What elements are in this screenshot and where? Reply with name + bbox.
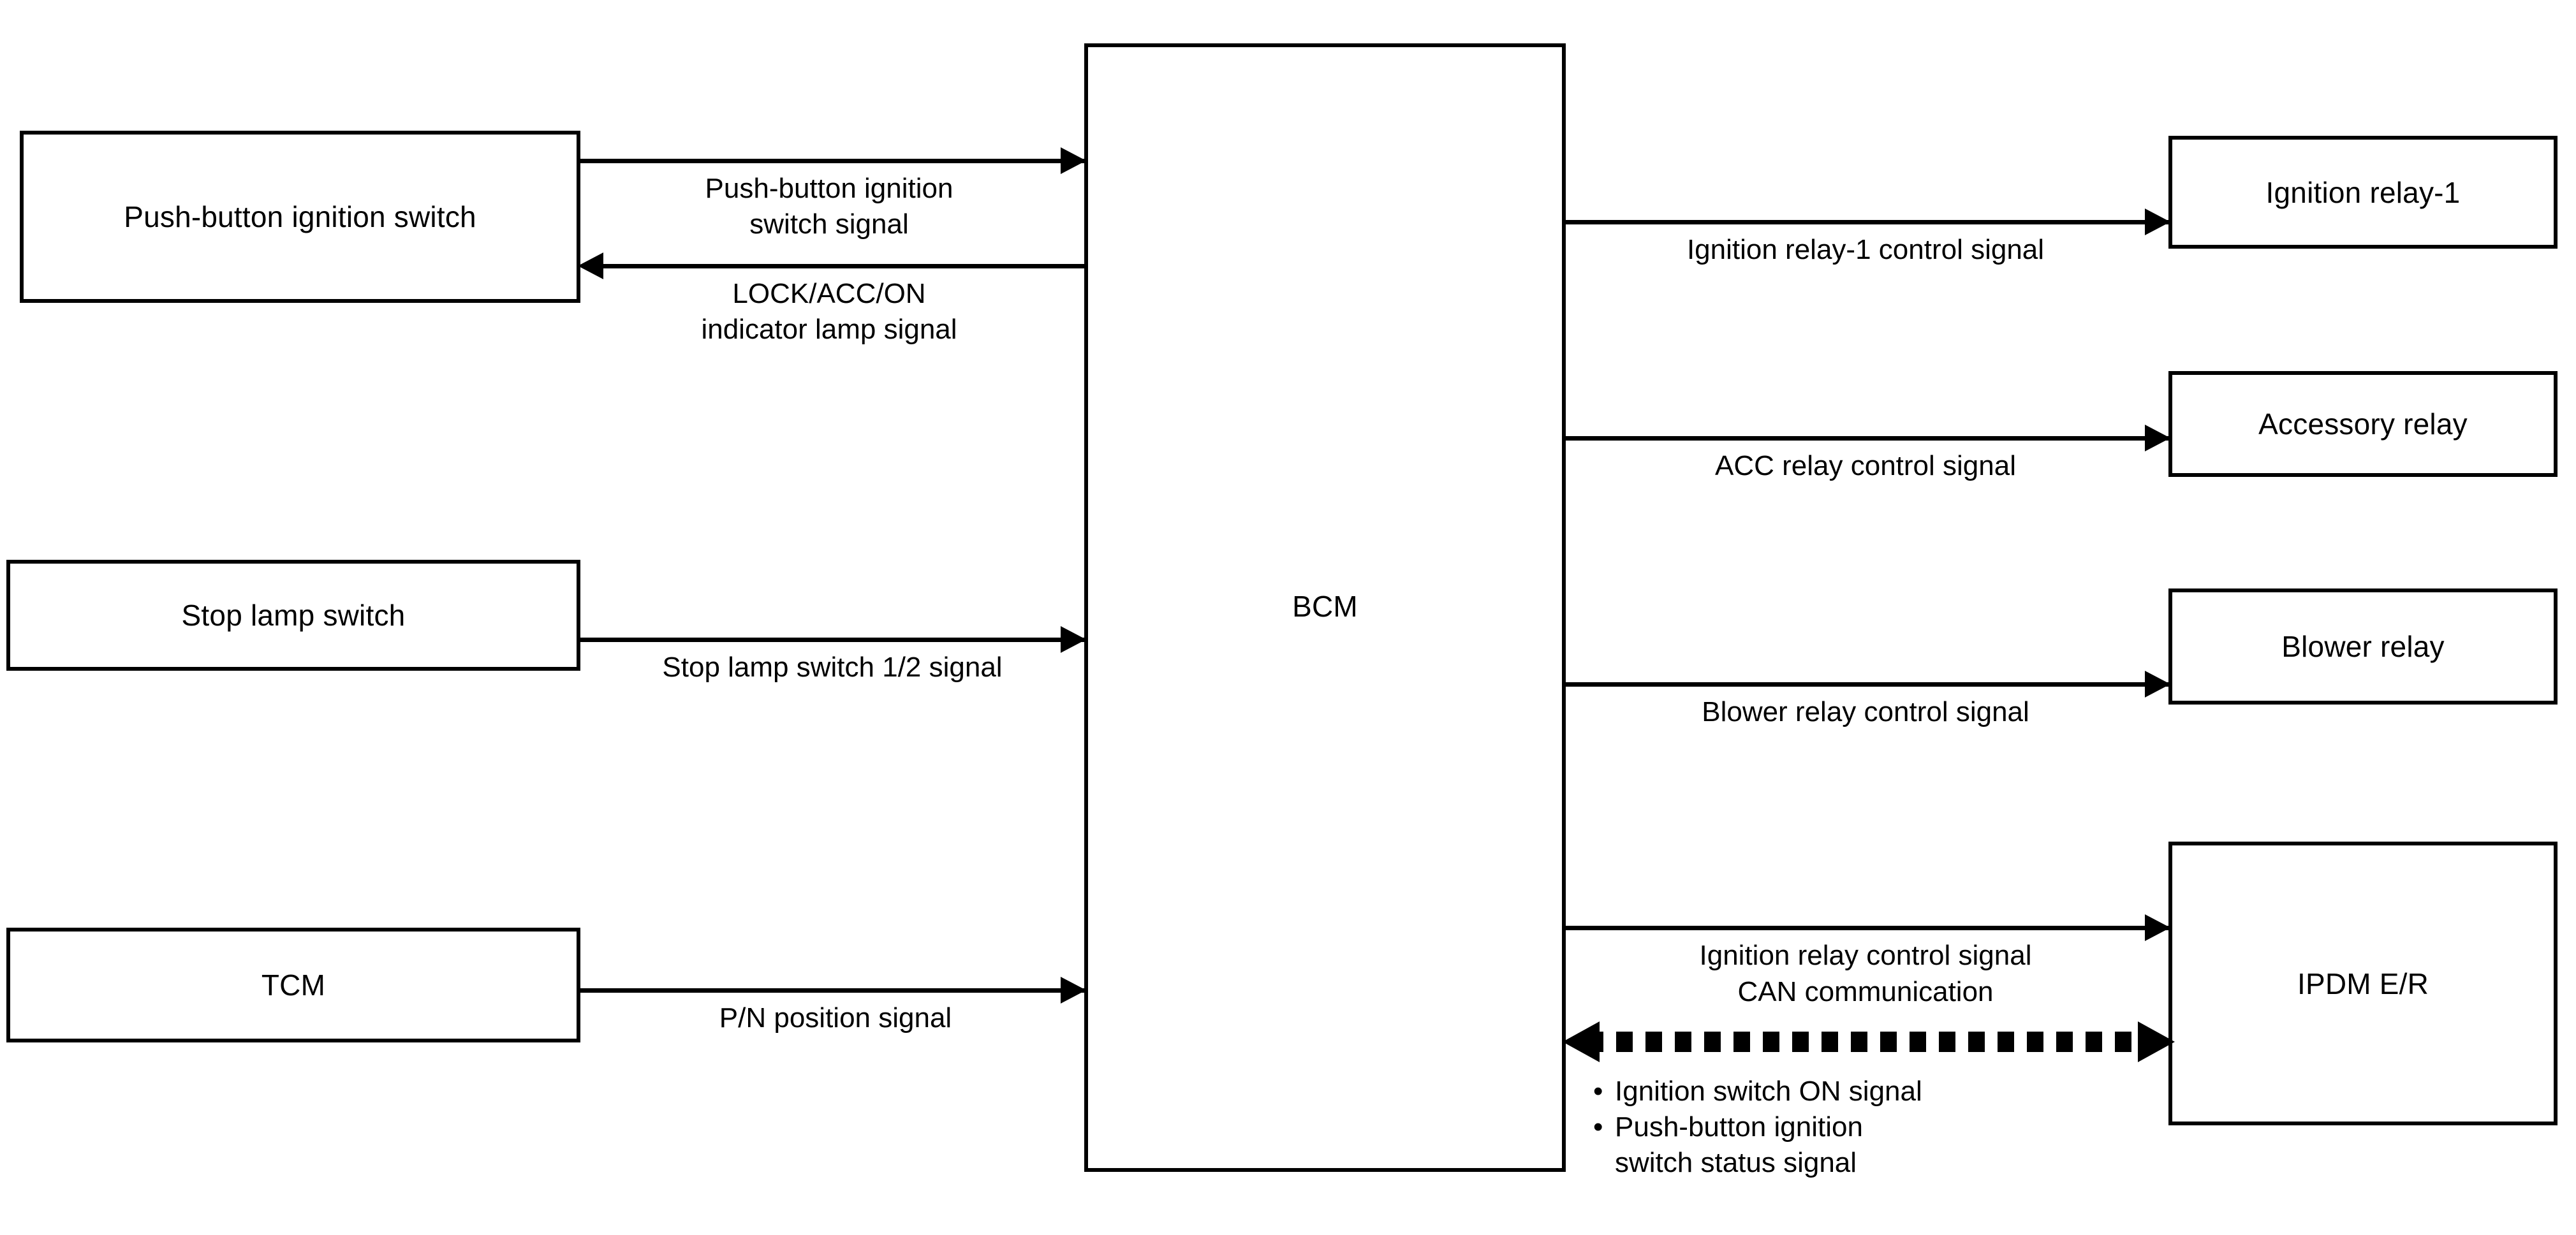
signal-label-pbis-to-bcm: Push-button ignition switch signal xyxy=(705,173,953,240)
block-bcm[interactable]: BCM xyxy=(1084,43,1566,1172)
block-label-bcm: BCM xyxy=(1292,590,1358,623)
connector-bcm-to-accessory-relay xyxy=(1563,436,2172,441)
connector-bcm-to-ignition-relay-1 xyxy=(1563,220,2172,224)
arrowhead-stop-lamp-to-bcm xyxy=(1061,626,1086,653)
block-tcm[interactable]: TCM xyxy=(6,928,580,1042)
block-label-blower-relay: Blower relay xyxy=(2281,630,2445,663)
can-signal-item-1: Push-button ignition switch status signa… xyxy=(1593,1109,2180,1181)
arrowhead-bcm-to-ignition-relay-1 xyxy=(2145,208,2170,235)
connector-bcm-to-blower-relay xyxy=(1563,682,2172,687)
signal-label-can-communication: CAN communication xyxy=(1737,976,1994,1007)
can-bus-dashed-bar xyxy=(1587,1032,2151,1052)
block-label-stop-lamp-switch: Stop lamp switch xyxy=(181,599,406,632)
can-signal-list: Ignition switch ON signal Push-button ig… xyxy=(1593,1074,2180,1181)
signal-label-bcm-to-ignition-relay-1: Ignition relay-1 control signal xyxy=(1686,234,2045,265)
block-label-push-button-ignition-switch: Push-button ignition switch xyxy=(124,200,476,233)
arrowhead-tcm-to-bcm xyxy=(1061,977,1086,1004)
block-ignition-relay-1[interactable]: Ignition relay-1 xyxy=(2168,136,2558,249)
block-ipdm-er[interactable]: IPDM E/R xyxy=(2168,842,2558,1125)
block-label-accessory-relay: Accessory relay xyxy=(2258,407,2468,441)
signal-label-bcm-to-blower-relay: Blower relay control signal xyxy=(1702,696,2029,727)
block-label-tcm: TCM xyxy=(261,968,326,1002)
signal-label-bcm-to-accessory-relay: ACC relay control signal xyxy=(1715,450,2016,481)
block-blower-relay[interactable]: Blower relay xyxy=(2168,588,2558,705)
signal-label-tcm-to-bcm: P/N position signal xyxy=(719,1002,952,1034)
signal-label-bcm-to-pbis: LOCK/ACC/ON indicator lamp signal xyxy=(701,278,957,345)
connector-bcm-to-ipdm-er xyxy=(1563,926,2172,930)
block-push-button-ignition-switch[interactable]: Push-button ignition switch xyxy=(20,131,580,303)
connector-pbis-to-bcm xyxy=(577,159,1087,163)
signal-label-bcm-to-ipdm-er: Ignition relay control signal xyxy=(1699,940,2032,971)
connector-bcm-to-pbis xyxy=(603,264,1087,268)
block-label-ignition-relay-1: Ignition relay-1 xyxy=(2265,175,2461,209)
signal-label-stop-lamp-to-bcm: Stop lamp switch 1/2 signal xyxy=(662,652,1003,683)
can-arrowhead-right xyxy=(2138,1021,2175,1062)
arrowhead-pbis-to-bcm xyxy=(1061,147,1086,174)
block-label-ipdm-er: IPDM E/R xyxy=(2297,967,2429,1000)
connector-stop-lamp-to-bcm xyxy=(577,638,1087,642)
connector-tcm-to-bcm xyxy=(577,988,1087,993)
arrowhead-bcm-to-accessory-relay xyxy=(2145,425,2170,451)
arrowhead-bcm-to-blower-relay xyxy=(2145,671,2170,698)
arrowhead-bcm-to-pbis xyxy=(578,252,603,279)
block-accessory-relay[interactable]: Accessory relay xyxy=(2168,371,2558,477)
can-bus-connector xyxy=(1563,1021,2175,1062)
block-stop-lamp-switch[interactable]: Stop lamp switch xyxy=(6,560,580,671)
can-signal-item-0: Ignition switch ON signal xyxy=(1593,1074,2180,1109)
arrowhead-bcm-to-ipdm-er xyxy=(2145,914,2170,941)
